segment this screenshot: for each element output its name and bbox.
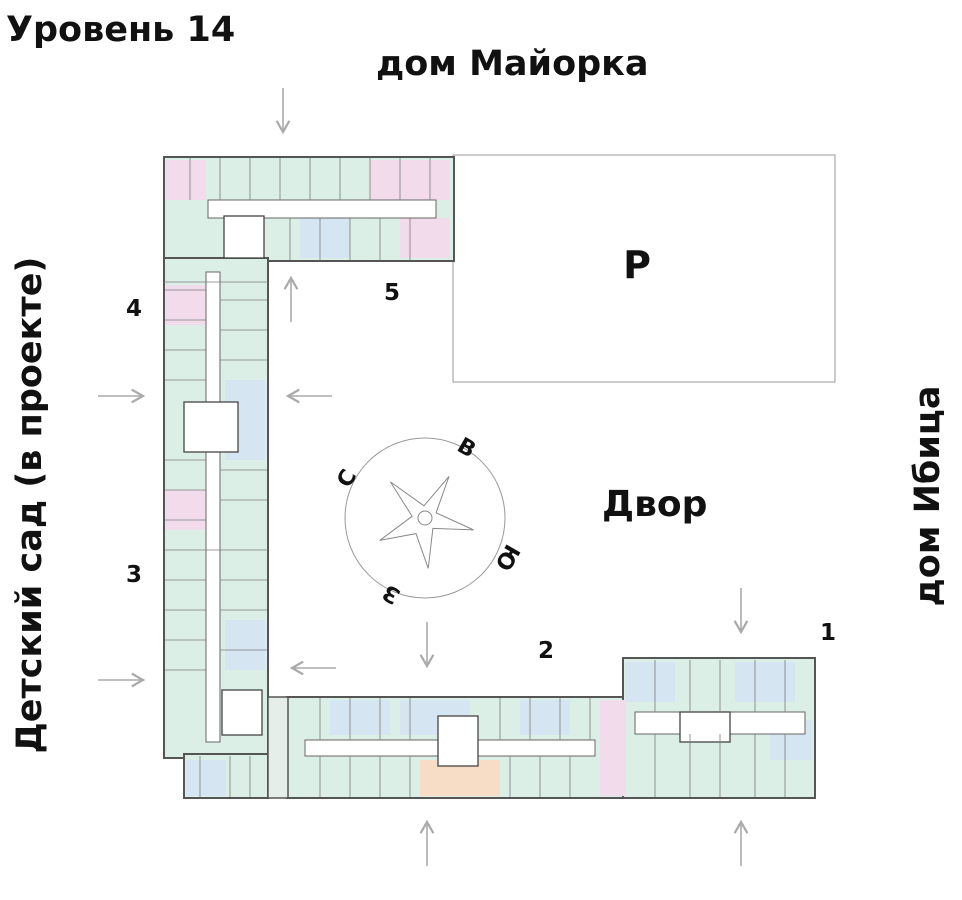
- compass-south: Ю: [489, 540, 524, 575]
- stair-cores: [183, 215, 731, 767]
- parking-area[interactable]: Р: [452, 154, 836, 383]
- section-5-number[interactable]: 5: [384, 280, 401, 306]
- compass-north: С: [333, 466, 363, 492]
- link-south-west: [267, 696, 289, 799]
- apartment-zones: [166, 160, 812, 796]
- neighbor-north-label: дом Майорка: [376, 44, 649, 84]
- page-title: Уровень 14: [6, 10, 236, 50]
- section-1-number[interactable]: 1: [820, 620, 837, 646]
- parking-label: Р: [623, 243, 651, 287]
- compass-rose: С В Ю З: [333, 433, 524, 608]
- compass-west: З: [379, 579, 405, 608]
- courtyard-label: Двор: [602, 484, 708, 525]
- compass-east: В: [453, 433, 480, 463]
- section-2-number[interactable]: 2: [538, 638, 555, 664]
- room-partitions: [164, 158, 786, 797]
- section-4-number[interactable]: 4: [126, 296, 143, 322]
- entrance-arrows: [98, 88, 749, 866]
- section-3-number[interactable]: 3: [126, 562, 143, 588]
